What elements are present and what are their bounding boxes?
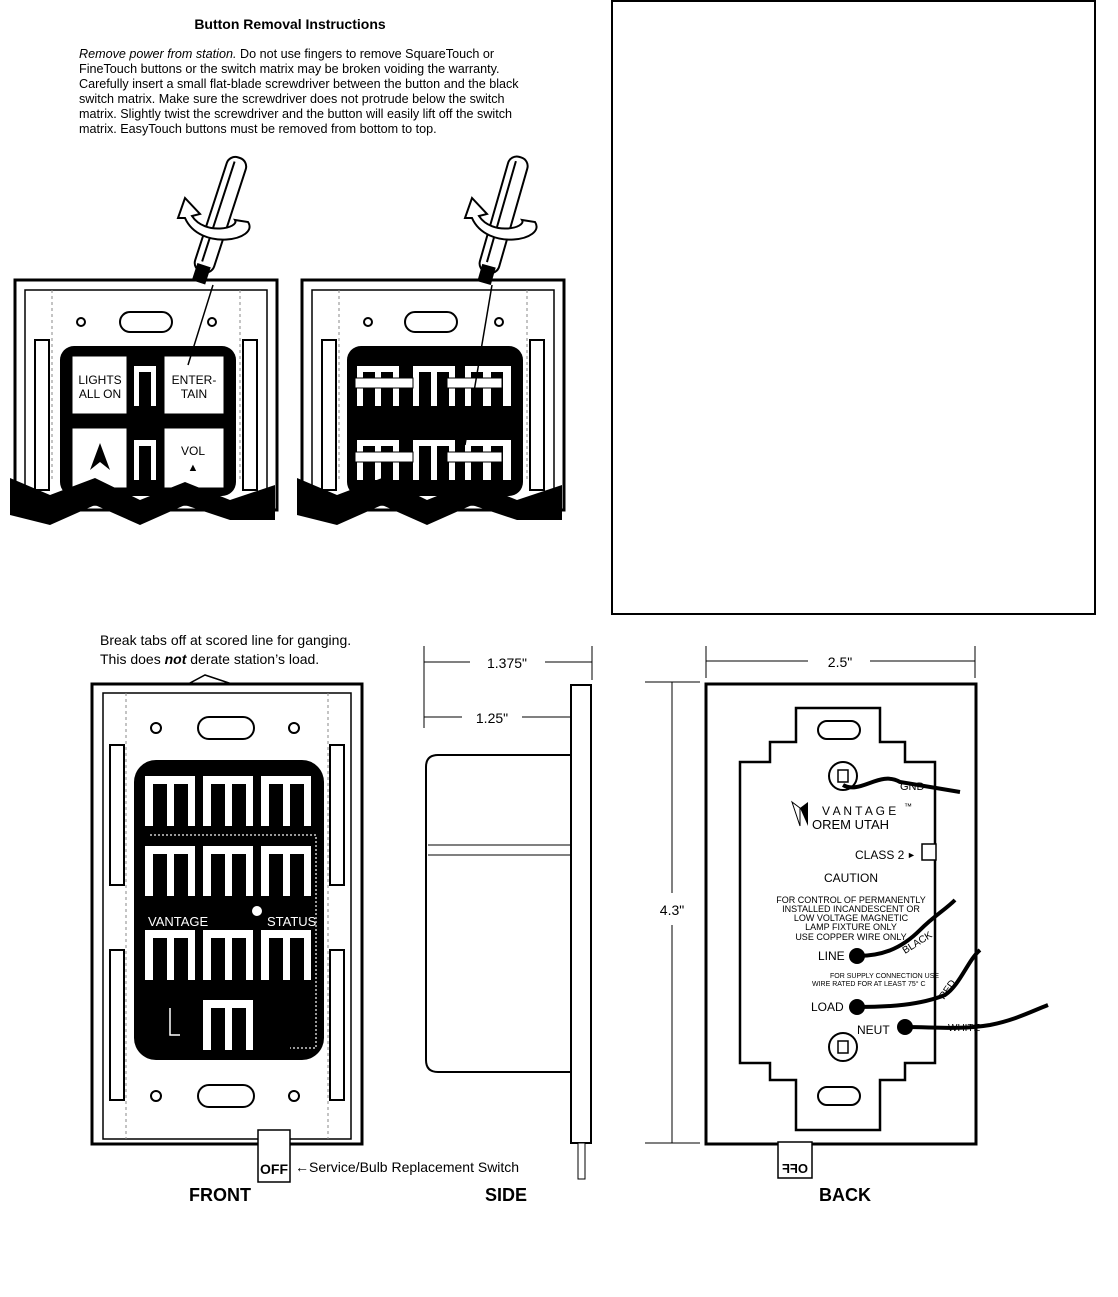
twist-arrow-icon: [463, 196, 538, 241]
instructions-title: Button Removal Instructions: [194, 16, 386, 32]
back-caution-l3: LOW VOLTAGE MAGNETIC: [794, 913, 909, 923]
instructions-text: Remove power from station. Do not use fi…: [79, 47, 519, 137]
service-switch: [257, 1129, 291, 1183]
back-tm: ™: [904, 802, 912, 811]
station-switch-matrix: [297, 155, 566, 525]
button-entertain-label2: TAIN: [181, 387, 207, 401]
instructions-body: Do not use fingers to remove SquareTouch…: [79, 47, 519, 136]
back-service-switch: [777, 1141, 813, 1179]
back-load-label: LOAD: [811, 1000, 844, 1014]
back-neut-label: NEUT: [857, 1023, 890, 1037]
button-vol-arrow: ▲: [188, 462, 199, 474]
back-supply-l2: WIRE RATED FOR AT LEAST 75° C: [812, 980, 926, 988]
back-box: [738, 706, 937, 1132]
back-caution-l2: INSTALLED INCANDESCENT OR: [782, 904, 920, 914]
screwdriver-icon: [191, 155, 248, 285]
back-white-label: WHITE: [948, 1023, 981, 1034]
front-note-line2: This does not derate station’s load.: [100, 651, 319, 667]
back-gnd-label: GND: [900, 781, 925, 793]
instructions-lead: Remove power from station.: [79, 47, 237, 61]
front-status-label: STATUS: [267, 914, 317, 929]
front-note-pre: This does: [100, 651, 165, 667]
blank-panel: [611, 0, 1096, 615]
button-entertain-label1: ENTER-: [172, 373, 217, 387]
screwdriver-shaft: [187, 284, 214, 366]
back-caution-l1: FOR CONTROL OF PERMANENTLY: [776, 895, 926, 905]
back-caution-l4: LAMP FIXTURE ONLY: [805, 922, 897, 932]
back-off-mirrored: OFF: [782, 1161, 808, 1176]
front-view: Break tabs off at scored line for gangin…: [90, 632, 519, 1205]
back-class2: CLASS 2: [855, 848, 905, 862]
screwdriver-icon: [477, 155, 529, 285]
back-view: 2.5" 4.3" GND V A N T A G E ™ OREM UTAH …: [645, 646, 1049, 1205]
button-lights-label1: LIGHTS: [78, 373, 121, 387]
twist-arrow-icon: [176, 196, 251, 241]
back-line-label: LINE: [818, 949, 845, 963]
back-caution-l5: USE COPPER WIRE ONLY: [795, 932, 906, 942]
side-faceplate: [570, 684, 592, 1144]
front-note-emph: not: [165, 651, 188, 667]
button-lights-label2: ALL ON: [79, 387, 121, 401]
back-supply-l1: FOR SUPPLY CONNECTION USE: [830, 973, 939, 980]
back-dim-height: 4.3": [660, 902, 684, 918]
side-dim-outer: 1.375": [487, 655, 527, 671]
station-with-buttons: LIGHTS ALL ON ENTER- TAIN VOL ▲: [10, 155, 279, 525]
back-location: OREM UTAH: [812, 817, 889, 832]
front-label: FRONT: [189, 1185, 251, 1205]
side-body: [425, 754, 572, 1073]
back-caution: CAUTION: [824, 871, 878, 885]
off-label: OFF: [260, 1161, 288, 1177]
service-switch-label: ←Service/Bulb Replacement Switch: [295, 1159, 519, 1175]
back-label: BACK: [819, 1185, 871, 1205]
front-note-post: derate station’s load.: [186, 651, 319, 667]
side-label: SIDE: [485, 1185, 527, 1205]
vantage-logo-icon: [800, 802, 808, 826]
side-dim-inner: 1.25": [476, 710, 508, 726]
front-vantage-label: VANTAGE: [148, 914, 209, 929]
side-view: 1.375" 1.25" SIDE: [423, 646, 593, 1205]
back-dim-width: 2.5": [828, 654, 852, 670]
status-led-icon: [250, 904, 264, 918]
back-class2-arrow: ►: [907, 850, 916, 860]
arrow-up-icon: [90, 443, 110, 470]
button-vol-label: VOL: [181, 444, 205, 458]
front-note-line1: Break tabs off at scored line for gangin…: [100, 632, 351, 648]
back-brand: V A N T A G E: [822, 804, 896, 818]
